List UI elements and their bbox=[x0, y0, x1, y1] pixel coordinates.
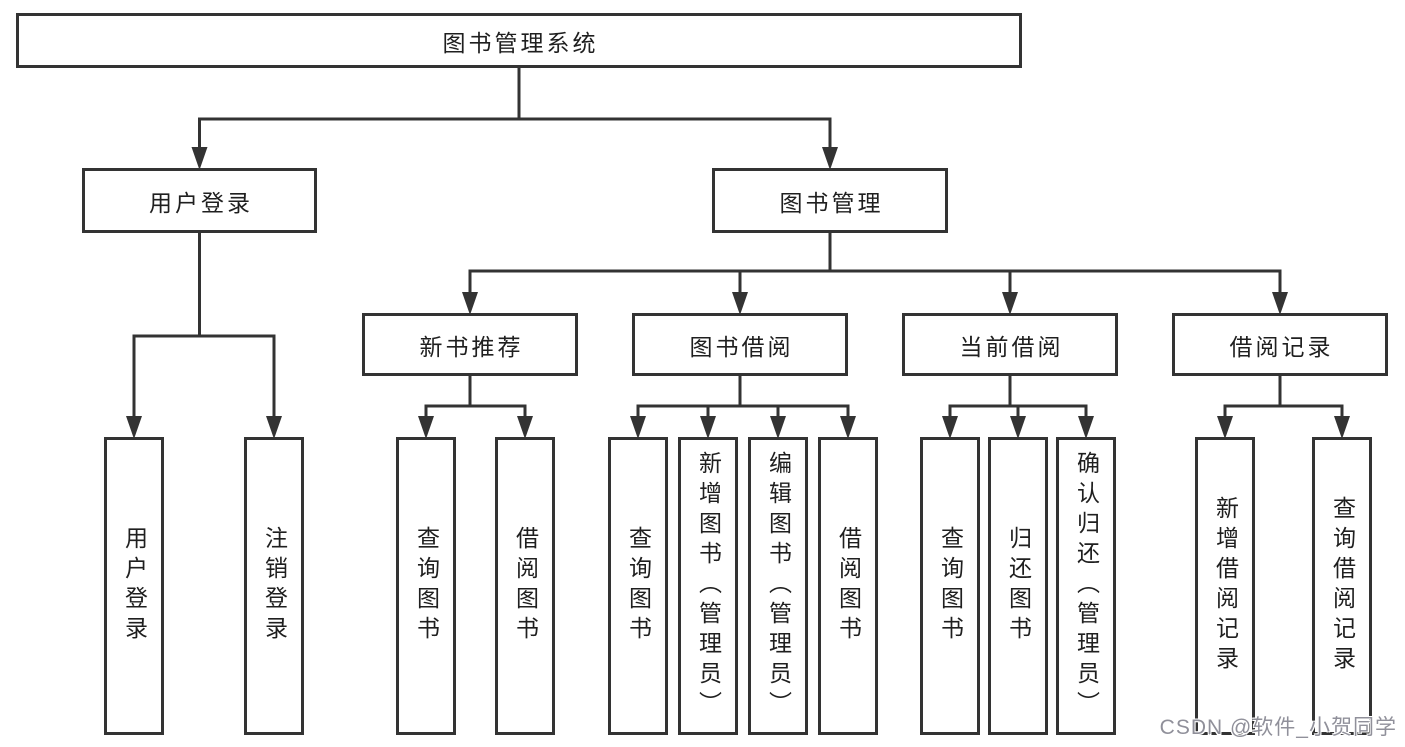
arrowhead bbox=[770, 416, 786, 439]
arrowhead bbox=[1002, 292, 1018, 315]
diagram-node-br-query: 查询借阅记录 bbox=[1312, 437, 1372, 735]
arrowhead bbox=[191, 147, 208, 170]
node-label-br-query: 查询借阅记录 bbox=[1329, 496, 1356, 676]
arrowhead bbox=[126, 416, 142, 439]
arrowhead bbox=[1334, 416, 1350, 439]
diagram-node-current-borrow: 当前借阅 bbox=[902, 313, 1118, 376]
diagram-node-bb-edit: 编辑图书（管理员） bbox=[748, 437, 808, 735]
arrowhead bbox=[822, 147, 838, 170]
diagram-node-login: 用户登录 bbox=[104, 437, 164, 735]
diagram-node-nb-borrow: 借阅图书 bbox=[495, 437, 555, 735]
diagram-node-root: 图书管理系统 bbox=[16, 13, 1022, 68]
node-label-logout: 注销登录 bbox=[261, 526, 288, 646]
node-label-book-mgmt: 图书管理 bbox=[779, 189, 884, 216]
arrowhead bbox=[1078, 416, 1094, 439]
arrowhead bbox=[266, 416, 282, 439]
arrowhead bbox=[418, 416, 434, 439]
arrowhead bbox=[942, 416, 958, 439]
arrowhead bbox=[1272, 292, 1288, 315]
node-label-bb-query: 查询图书 bbox=[625, 526, 652, 646]
node-label-borrow-records: 借阅记录 bbox=[1229, 333, 1334, 360]
node-label-cb-confirm: 确认归还（管理员） bbox=[1073, 451, 1100, 721]
diagram-node-borrow-records: 借阅记录 bbox=[1172, 313, 1388, 376]
arrowhead bbox=[732, 292, 748, 315]
node-label-bb-borrow: 借阅图书 bbox=[835, 526, 862, 646]
arrowhead bbox=[517, 416, 533, 439]
arrowhead bbox=[700, 416, 716, 439]
node-label-login: 用户登录 bbox=[121, 526, 148, 646]
node-label-bb-edit: 编辑图书（管理员） bbox=[765, 451, 792, 721]
node-label-cb-return: 归还图书 bbox=[1005, 526, 1032, 646]
node-label-book-borrow: 图书借阅 bbox=[689, 333, 794, 360]
watermark: CSDN @软件_小贺同学 bbox=[1159, 716, 1397, 739]
diagram-node-bb-borrow: 借阅图书 bbox=[818, 437, 878, 735]
node-label-bb-add: 新增图书（管理员） bbox=[695, 451, 722, 721]
diagram-node-book-borrow: 图书借阅 bbox=[632, 313, 848, 376]
arrowhead bbox=[462, 292, 478, 315]
node-label-new-book-rec: 新书推荐 bbox=[419, 333, 524, 360]
diagram-node-user-login: 用户登录 bbox=[82, 168, 317, 233]
diagram-node-bb-add: 新增图书（管理员） bbox=[678, 437, 738, 735]
diagram-node-bb-query: 查询图书 bbox=[608, 437, 668, 735]
diagram-node-book-mgmt: 图书管理 bbox=[712, 168, 948, 233]
diagram-node-logout: 注销登录 bbox=[244, 437, 304, 735]
node-label-nb-query: 查询图书 bbox=[413, 526, 440, 646]
arrowhead bbox=[630, 416, 646, 439]
diagram-node-nb-query: 查询图书 bbox=[396, 437, 456, 735]
arrowhead bbox=[1217, 416, 1233, 439]
arrowhead bbox=[840, 416, 856, 439]
diagram-node-cb-confirm: 确认归还（管理员） bbox=[1056, 437, 1116, 735]
arrowhead bbox=[1010, 416, 1026, 439]
node-label-root: 图书管理系统 bbox=[442, 29, 599, 56]
node-label-br-add: 新增借阅记录 bbox=[1212, 496, 1239, 676]
diagram-node-cb-return: 归还图书 bbox=[988, 437, 1048, 735]
node-label-current-borrow: 当前借阅 bbox=[959, 333, 1064, 360]
node-label-nb-borrow: 借阅图书 bbox=[512, 526, 539, 646]
node-label-cb-query: 查询图书 bbox=[937, 526, 964, 646]
diagram-node-new-book-rec: 新书推荐 bbox=[362, 313, 578, 376]
node-label-user-login: 用户登录 bbox=[149, 189, 253, 216]
diagram-node-cb-query: 查询图书 bbox=[920, 437, 980, 735]
diagram-node-br-add: 新增借阅记录 bbox=[1195, 437, 1255, 735]
